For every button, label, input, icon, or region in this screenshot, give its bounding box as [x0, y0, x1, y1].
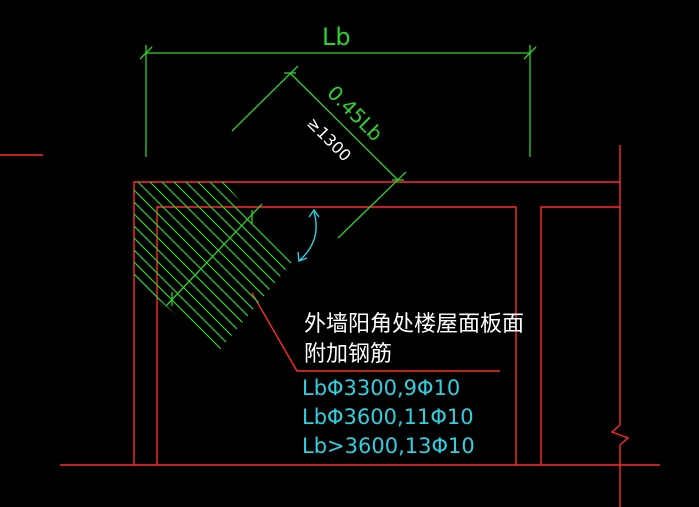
- angle-arc: [297, 208, 320, 262]
- leader-line: [251, 292, 500, 372]
- rule-line-1: LbΦ3300,9Φ10: [302, 376, 460, 400]
- wall-outlines: [0, 145, 660, 507]
- break-symbol: [610, 424, 630, 446]
- bar-extent-line: [165, 203, 263, 307]
- dimension-lines: [139, 45, 537, 307]
- note-line-2: 附加钢筋: [304, 342, 392, 367]
- rule-line-3: Lb>3600,13Φ10: [302, 434, 475, 458]
- right-column-line: [540, 206, 620, 465]
- outer-wall-line: [133, 181, 620, 465]
- span-tick-left: [139, 46, 153, 60]
- diagonal-dimension-line: [289, 72, 399, 181]
- rule-line-2: LbΦ3600,11Φ10: [302, 405, 474, 429]
- diagonal-extension-bottom: [337, 171, 407, 239]
- span-tick-right: [523, 46, 537, 60]
- span-label: Lb: [322, 23, 351, 51]
- inner-wall-line: [156, 206, 517, 465]
- note-line-1: 外墙阳角处楼屋面板面: [304, 312, 524, 337]
- diagonal-extension-top: [231, 65, 299, 132]
